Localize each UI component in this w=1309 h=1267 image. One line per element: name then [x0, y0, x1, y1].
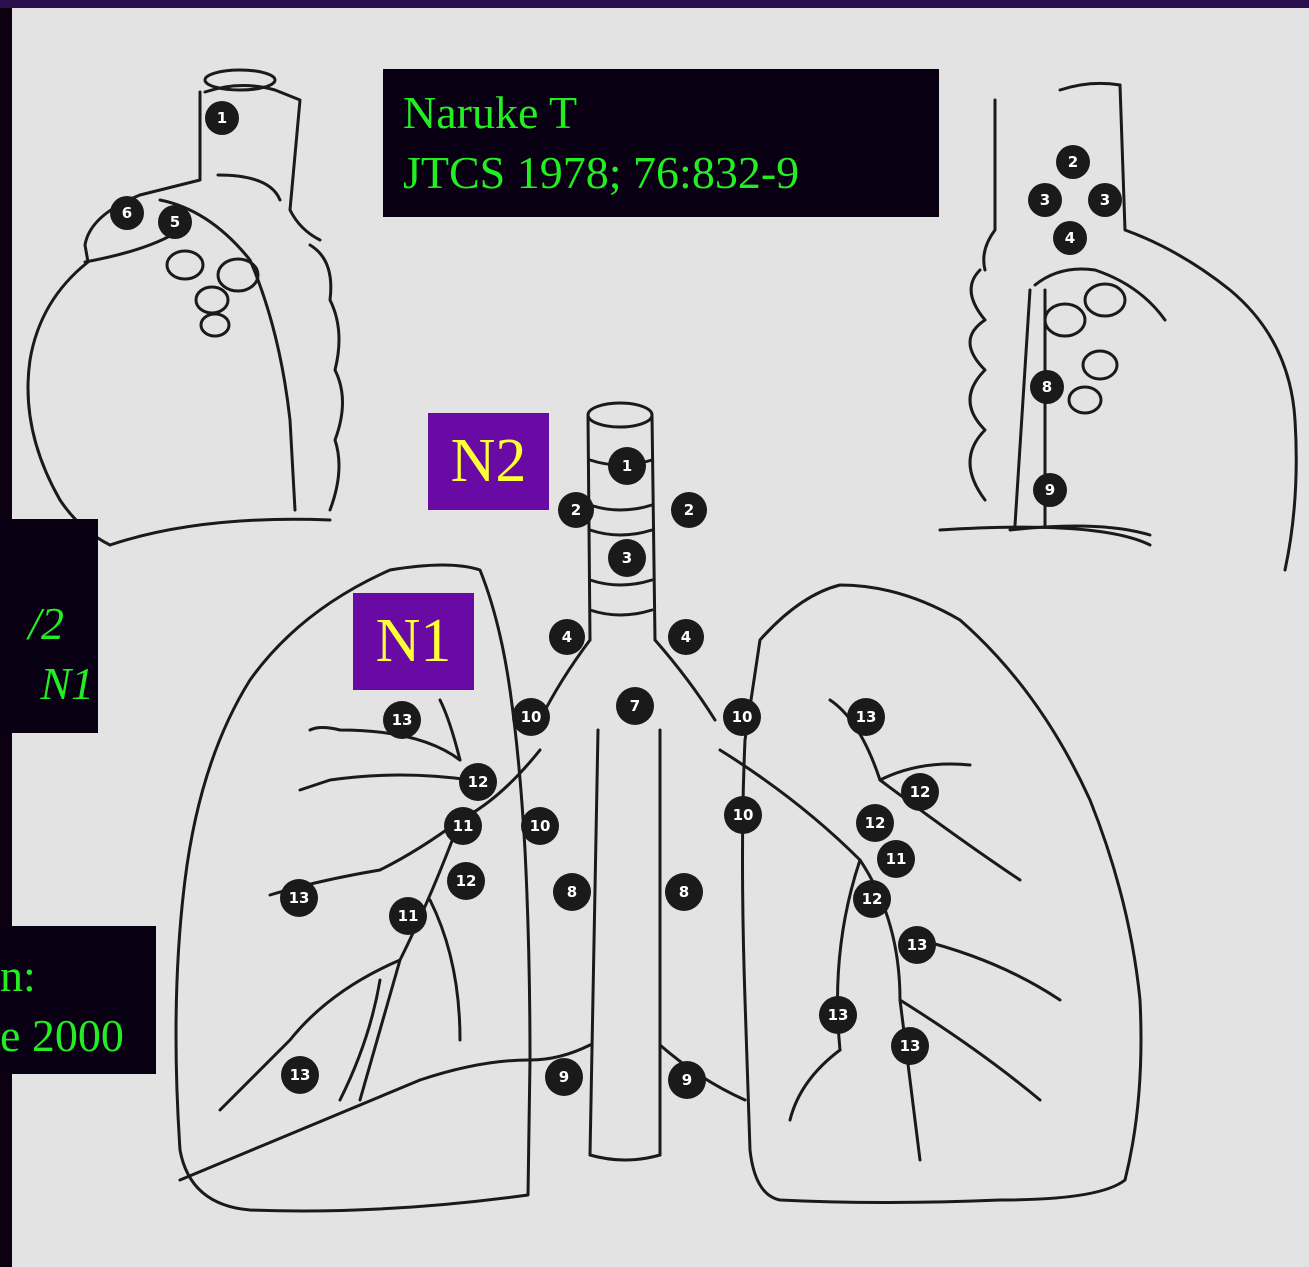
n2-label: N2	[428, 413, 549, 510]
node-3-inset-right-a: 3	[1028, 183, 1062, 217]
node-1-trachea: 1	[608, 447, 646, 485]
node-8-left: 8	[665, 873, 703, 911]
node-2-left: 2	[671, 492, 707, 528]
svg-text:13: 13	[856, 708, 877, 726]
svg-text:11: 11	[398, 907, 419, 925]
node-6-inset-left: 6	[110, 196, 144, 230]
node-4-inset-right: 4	[1053, 221, 1087, 255]
node-12-right-upper: 12	[459, 763, 497, 801]
node-3-inset-right-b: 3	[1088, 183, 1122, 217]
node-8-right: 8	[553, 873, 591, 911]
node-13-right-mid: 13	[280, 879, 318, 917]
node-11-left: 11	[877, 840, 915, 878]
citation-box: Naruke T JTCS 1978; 76:832-9	[383, 69, 939, 217]
svg-text:10: 10	[530, 817, 551, 835]
node-7-subcarinal: 7	[616, 687, 654, 725]
svg-text:3: 3	[1100, 191, 1110, 209]
svg-text:2: 2	[684, 501, 694, 519]
left-lung	[660, 585, 1141, 1203]
node-13-right-lower: 13	[281, 1056, 319, 1094]
node-9-inset-right: 9	[1033, 473, 1067, 507]
svg-text:8: 8	[1042, 378, 1052, 396]
svg-text:13: 13	[392, 711, 413, 729]
node-11-right-lower: 11	[389, 897, 427, 935]
partial-text-line3: n:	[0, 946, 156, 1006]
node-9-left: 9	[668, 1061, 706, 1099]
node-12-left-upper: 12	[901, 773, 939, 811]
svg-text:3: 3	[1040, 191, 1050, 209]
svg-text:8: 8	[567, 883, 577, 901]
svg-text:10: 10	[521, 708, 542, 726]
partial-text-line1: /2	[0, 594, 64, 654]
svg-text:7: 7	[630, 697, 640, 715]
node-10-right-lower: 10	[521, 807, 559, 845]
node-13-left-lower-a: 13	[819, 996, 857, 1034]
inset-right-mediastinum	[28, 70, 343, 545]
node-1-inset-left: 1	[205, 101, 239, 135]
svg-text:13: 13	[289, 889, 310, 907]
svg-text:1: 1	[622, 457, 632, 475]
node-4-left: 4	[668, 619, 704, 655]
citation-journal: JTCS 1978; 76:832-9	[403, 143, 939, 203]
inset-left-mediastinum	[970, 83, 1296, 570]
svg-text:13: 13	[900, 1037, 921, 1055]
citation-author: Naruke T	[403, 83, 939, 143]
svg-text:2: 2	[1068, 153, 1078, 171]
svg-text:8: 8	[679, 883, 689, 901]
svg-text:6: 6	[122, 204, 132, 222]
node-8-inset-right: 8	[1030, 370, 1064, 404]
node-13-left-lower-b: 13	[891, 1027, 929, 1065]
node-12-right-lower: 12	[447, 862, 485, 900]
svg-text:11: 11	[453, 817, 474, 835]
node-3-trachea: 3	[608, 539, 646, 577]
node-10-right-upper: 10	[512, 698, 550, 736]
node-2-inset-right: 2	[1056, 145, 1090, 179]
svg-text:9: 9	[682, 1071, 692, 1089]
node-12-left-mid: 12	[856, 804, 894, 842]
svg-text:5: 5	[170, 213, 180, 231]
svg-text:12: 12	[865, 814, 886, 832]
svg-text:3: 3	[622, 549, 632, 567]
node-9-right: 9	[545, 1058, 583, 1096]
svg-text:4: 4	[681, 628, 691, 646]
svg-text:9: 9	[1045, 481, 1055, 499]
esophagus	[590, 730, 660, 1160]
svg-text:13: 13	[907, 936, 928, 954]
svg-text:1: 1	[217, 109, 227, 127]
partial-text-line2: N1	[0, 654, 94, 714]
node-11-right-upper: 11	[444, 807, 482, 845]
partial-left-box-lower: n: e 2000	[0, 926, 156, 1074]
svg-text:12: 12	[910, 783, 931, 801]
node-12-left-lower: 12	[853, 880, 891, 918]
svg-text:11: 11	[886, 850, 907, 868]
node-13-left-mid: 13	[898, 926, 936, 964]
svg-text:12: 12	[468, 773, 489, 791]
svg-text:4: 4	[1065, 229, 1075, 247]
node-13-right-upper: 13	[383, 701, 421, 739]
node-2-right: 2	[558, 492, 594, 528]
pulmonary-ligament-right	[530, 1045, 590, 1060]
node-5-inset-left: 5	[158, 205, 192, 239]
partial-text-line4: e 2000	[0, 1006, 156, 1066]
diaphragm-arc-left	[110, 519, 330, 545]
svg-text:12: 12	[456, 872, 477, 890]
svg-text:13: 13	[290, 1066, 311, 1084]
n1-label: N1	[353, 593, 474, 690]
svg-text:9: 9	[559, 1068, 569, 1086]
node-10-left-upper: 10	[723, 698, 761, 736]
svg-text:12: 12	[862, 890, 883, 908]
svg-text:10: 10	[732, 708, 753, 726]
svg-text:13: 13	[828, 1006, 849, 1024]
node-4-right: 4	[549, 619, 585, 655]
node-10-left-lower: 10	[724, 796, 762, 834]
partial-left-box-upper: /2 N1	[0, 519, 98, 733]
svg-text:2: 2	[571, 501, 581, 519]
svg-text:10: 10	[733, 806, 754, 824]
node-13-left-upper: 13	[847, 698, 885, 736]
svg-text:4: 4	[562, 628, 572, 646]
